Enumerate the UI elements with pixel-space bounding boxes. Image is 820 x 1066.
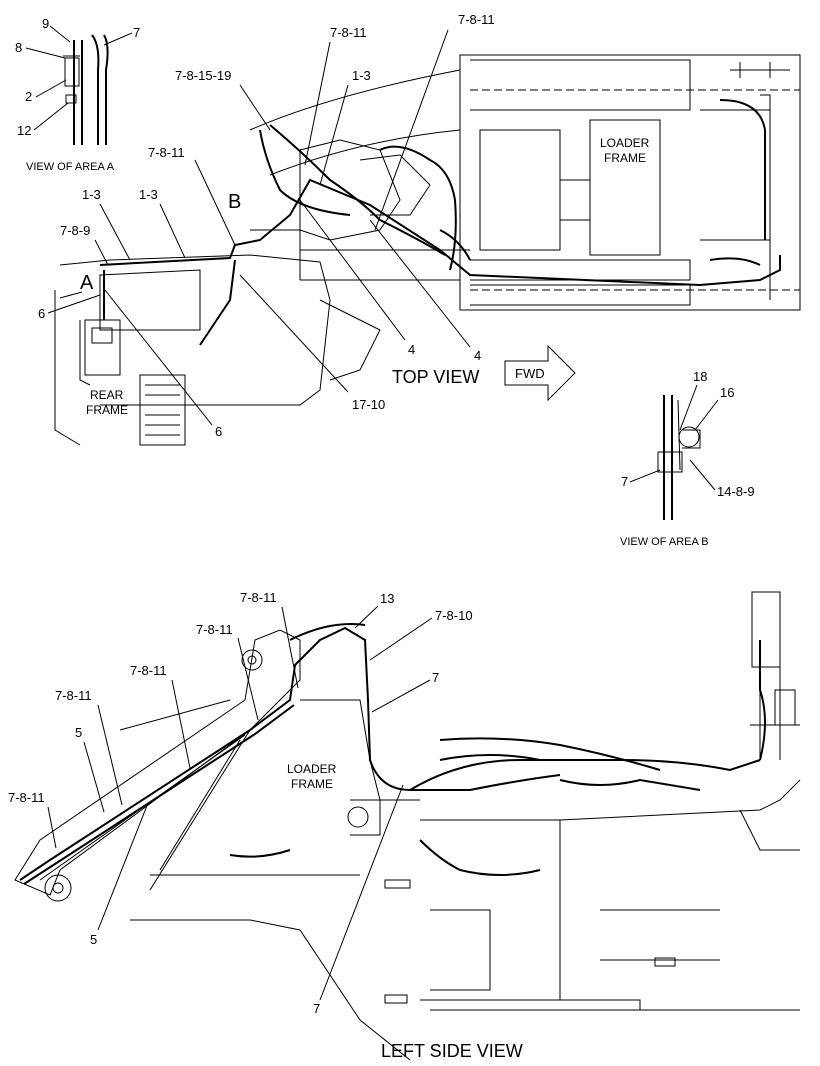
side-callout-5-upper: 5 <box>75 725 82 740</box>
top-callout-7-8-11-upper: 7-8-11 <box>330 25 367 40</box>
side-loader-frame-label-line1: LOADER <box>287 762 337 776</box>
side-callout-7-upper: 7 <box>432 670 439 685</box>
rear-frame-label-line2: FRAME <box>86 403 128 417</box>
top-callout-1-3-left: 1-3 <box>82 187 101 202</box>
side-callout-7-8-11-third: 7-8-11 <box>130 663 167 678</box>
side-callout-7-8-11-second: 7-8-11 <box>196 622 233 637</box>
side-callout-7-8-10: 7-8-10 <box>435 608 473 623</box>
area-b-letter: B <box>228 191 241 213</box>
side-loader-frame-label-line2: FRAME <box>291 777 333 791</box>
left-side-view-title: LEFT SIDE VIEW <box>381 1041 523 1061</box>
top-callout-17-10: 17-10 <box>352 397 385 412</box>
rear-frame-label-line1: REAR <box>90 388 124 402</box>
area-b-callout-16: 16 <box>720 385 734 400</box>
top-callout-6-bottom: 6 <box>215 424 222 439</box>
area-b-title: VIEW OF AREA B <box>620 536 709 548</box>
top-callout-4-right: 4 <box>474 348 481 363</box>
area-a-callout-7: 7 <box>133 25 140 40</box>
area-a-letter: A <box>80 272 94 294</box>
left-side-view-drawing <box>14 591 801 1061</box>
top-callout-1-3-middle: 1-3 <box>139 187 158 202</box>
area-a-title: VIEW OF AREA A <box>26 161 115 173</box>
side-callout-7-8-11-fifth: 7-8-11 <box>8 790 45 805</box>
top-callout-6-left: 6 <box>38 306 45 321</box>
side-callout-7-8-11-fourth: 7-8-11 <box>55 688 92 703</box>
area-a-inset <box>63 34 109 145</box>
area-a-callout-9: 9 <box>42 16 49 31</box>
area-a-callout-8: 8 <box>15 40 22 55</box>
area-b-inset <box>657 395 701 520</box>
forward-arrow-icon <box>504 344 576 402</box>
top-callout-4-left: 4 <box>408 342 415 357</box>
top-callout-7-8-15-19: 7-8-15-19 <box>175 68 231 83</box>
side-callout-5-lower: 5 <box>90 932 97 947</box>
top-callout-7-8-11-left: 7-8-11 <box>148 145 185 160</box>
side-callout-7-8-11-top: 7-8-11 <box>240 590 277 605</box>
side-callout-7-lower: 7 <box>313 1001 320 1016</box>
area-a-callout-2: 2 <box>25 89 32 104</box>
area-a-callout-12: 12 <box>17 123 31 138</box>
top-callout-1-3-upper: 1-3 <box>352 68 371 83</box>
top-callout-7-8-9: 7-8-9 <box>60 223 90 238</box>
top-callout-7-8-11-upper-right: 7-8-11 <box>458 12 495 27</box>
top-loader-frame-label-line2: FRAME <box>604 151 646 165</box>
area-b-callout-18: 18 <box>693 369 707 384</box>
top-loader-frame-label-line1: LOADER <box>600 136 650 150</box>
top-view-title: TOP VIEW <box>392 367 479 387</box>
forward-arrow-label: FWD <box>515 366 545 381</box>
area-b-callout-14-8-9: 14-8-9 <box>717 484 755 499</box>
side-callout-13: 13 <box>380 591 394 606</box>
area-b-callout-7: 7 <box>621 474 628 489</box>
